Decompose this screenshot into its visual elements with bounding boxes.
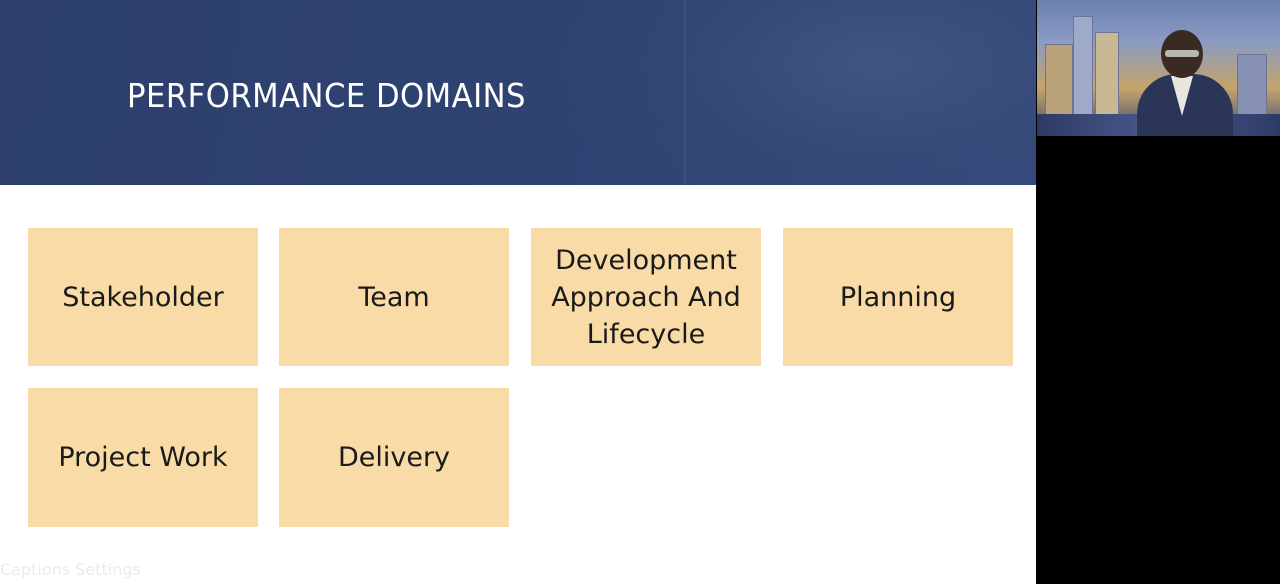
domain-tile-project-work: Project Work bbox=[28, 388, 258, 527]
presenter-glasses bbox=[1165, 50, 1199, 57]
domain-tile-team: Team bbox=[279, 228, 509, 366]
tile-label-line-1: Development bbox=[555, 244, 737, 276]
tile-label: Delivery bbox=[337, 442, 451, 473]
presenter-webcam-video[interactable] bbox=[1037, 0, 1280, 136]
background-building bbox=[1045, 44, 1073, 116]
tile-label-line-3: Lifecycle bbox=[586, 318, 706, 350]
domain-tile-development-approach: Development Approach And Lifecycle bbox=[531, 228, 761, 366]
slide-title: PERFORMANCE DOMAINS bbox=[127, 76, 526, 115]
presentation-slide: PERFORMANCE DOMAINS Stakeholder Team Dev… bbox=[0, 0, 1036, 584]
domain-tile-stakeholder: Stakeholder bbox=[28, 228, 258, 366]
background-building bbox=[1237, 54, 1267, 116]
tile-label: Team bbox=[358, 281, 430, 313]
tile-label-line-2: Approach And bbox=[551, 281, 741, 313]
background-building bbox=[1095, 32, 1119, 116]
faded-caption-text: Captions Settings bbox=[0, 560, 141, 579]
title-banner: PERFORMANCE DOMAINS bbox=[0, 0, 1036, 185]
tile-label: Planning bbox=[839, 281, 957, 313]
domain-tile-delivery: Delivery bbox=[279, 388, 509, 527]
tile-label: Project Work bbox=[58, 442, 228, 473]
tile-label: Stakeholder bbox=[62, 281, 224, 313]
background-building bbox=[1073, 16, 1093, 116]
domain-tile-planning: Planning bbox=[783, 228, 1013, 366]
